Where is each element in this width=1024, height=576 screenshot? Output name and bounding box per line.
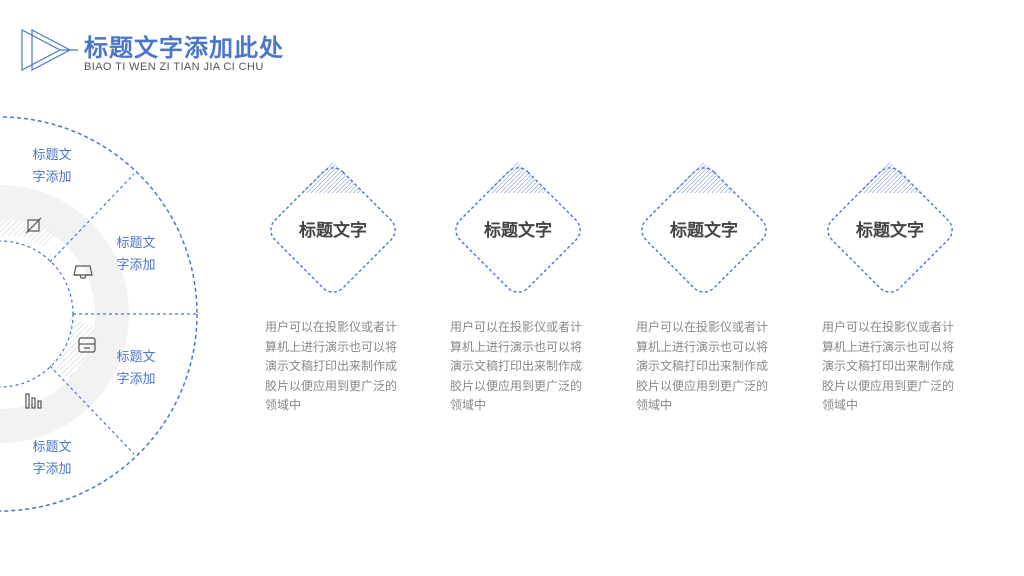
diamond-frame xyxy=(450,162,586,293)
diamond-frame xyxy=(636,162,772,293)
archive-icon xyxy=(78,337,96,353)
diamond-hatch xyxy=(636,162,772,193)
diamond-hatch xyxy=(450,162,586,193)
card-description: 用户可以在投影仪或者计算机上进行演示也可以将演示文稿打印出来制作成胶片以便应用到… xyxy=(450,320,583,412)
play-arrows-logo-icon xyxy=(21,29,78,71)
wheel-segment-label-1: 标题文 字添加 xyxy=(32,148,72,185)
diamond-hatch xyxy=(822,162,958,193)
card-title: 标题文字 xyxy=(856,221,924,241)
diamond-outline xyxy=(641,167,767,293)
crop-icon xyxy=(25,217,42,234)
card-title: 标题文字 xyxy=(484,221,552,241)
diamond-outline xyxy=(827,167,953,293)
page-title: 标题文字添加此处 xyxy=(84,34,284,62)
wheel-segment-label-3: 标题文 字添加 xyxy=(116,350,156,387)
page-subtitle: BIAO TI WEN ZI TIAN JIA CI CHU xyxy=(84,61,264,73)
diamond-hatch xyxy=(265,162,401,193)
diamond-frame xyxy=(822,162,958,293)
diamond-outline xyxy=(455,167,581,293)
card-title: 标题文字 xyxy=(670,221,738,241)
card-description: 用户可以在投影仪或者计算机上进行演示也可以将演示文稿打印出来制作成胶片以便应用到… xyxy=(636,320,769,412)
card-description: 用户可以在投影仪或者计算机上进行演示也可以将演示文稿打印出来制作成胶片以便应用到… xyxy=(265,320,398,412)
wheel-segment-label-4: 标题文 字添加 xyxy=(32,440,72,477)
header: 标题文字添加此处 BIAO TI WEN ZI TIAN JIA CI CHU xyxy=(20,26,420,78)
wheel-segment-label-2: 标题文 字添加 xyxy=(116,236,156,273)
segmented-wheel-diagram xyxy=(0,116,198,512)
card-description: 用户可以在投影仪或者计算机上进行演示也可以将演示文稿打印出来制作成胶片以便应用到… xyxy=(822,320,955,412)
diamond-frame xyxy=(265,162,401,293)
wheel-outer-circle xyxy=(0,116,198,512)
inbox-icon xyxy=(73,265,93,279)
diamond-outline xyxy=(270,167,396,293)
bar-chart-icon xyxy=(25,393,42,409)
card-title: 标题文字 xyxy=(299,221,367,241)
wheel-divider-1 xyxy=(49,173,135,263)
wheel-divider-3 xyxy=(49,365,135,455)
